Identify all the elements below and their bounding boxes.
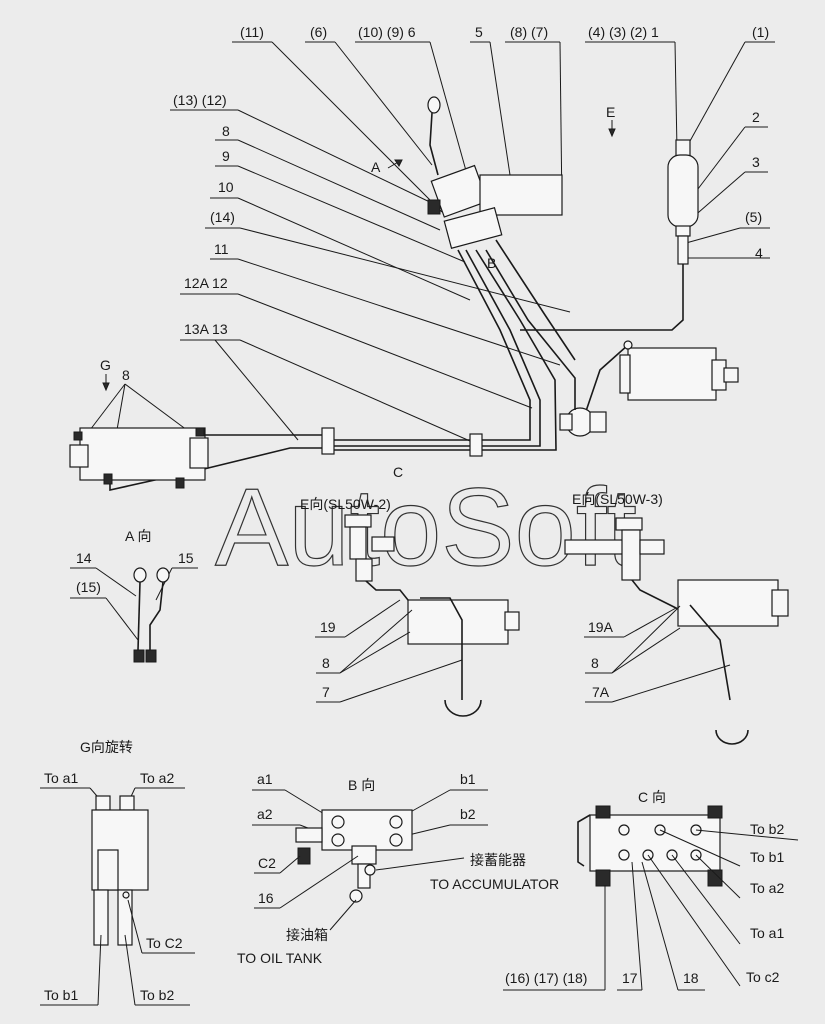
valve-c-block bbox=[559, 407, 607, 437]
view-e-sl50w-2: E向(SL50W-2) 19 8 7 bbox=[300, 496, 520, 717]
view-g-title: G向旋转 bbox=[80, 739, 133, 755]
view-c-arrow-label: C bbox=[393, 464, 403, 480]
view-a-14: 14 bbox=[76, 550, 92, 566]
view-e2-19: 19 bbox=[320, 619, 336, 635]
pump-motor bbox=[582, 340, 739, 421]
view-b-a2: a2 bbox=[257, 806, 273, 822]
view-c-17: 17 bbox=[622, 970, 638, 986]
view-b-b2: b2 bbox=[460, 806, 476, 822]
view-a-15: 15 bbox=[178, 550, 194, 566]
view-b-a1: a1 bbox=[257, 771, 273, 787]
view-e3-19A: 19A bbox=[588, 619, 614, 635]
view-a: A 向 14 15 (15) bbox=[70, 528, 198, 663]
view-e3-7A: 7A bbox=[592, 684, 610, 700]
view-c-to-a1: To a1 bbox=[750, 925, 784, 941]
view-e2-title: E向(SL50W-2) bbox=[300, 496, 391, 512]
view-a-title: A 向 bbox=[125, 528, 151, 544]
callout-11: 11 bbox=[214, 241, 229, 257]
view-b-arrow-label: B bbox=[487, 255, 496, 271]
callout-11p: (11) bbox=[240, 24, 264, 40]
view-g-to-a2: To a2 bbox=[140, 770, 174, 786]
callout-8-g: 8 bbox=[122, 367, 130, 383]
view-g-to-c2: To C2 bbox=[146, 935, 183, 951]
view-e2-8: 8 bbox=[322, 655, 330, 671]
pilot-valve-lever bbox=[427, 96, 563, 249]
callout-1p: (1) bbox=[752, 24, 769, 40]
view-a-arrow-label: A bbox=[371, 159, 381, 175]
view-a-15p: (15) bbox=[76, 579, 101, 595]
view-g: G向旋转 To a1 To a2 To C2 To b1 To b2 bbox=[40, 739, 195, 1006]
callout-4-3-2-1: (4) (3) (2) 1 bbox=[588, 24, 659, 40]
view-arrows: A E B C G 8 bbox=[89, 104, 616, 480]
multi-way-valve bbox=[69, 427, 209, 489]
view-b-accumulator-cn: 接蓄能器 bbox=[470, 852, 526, 868]
view-e-sl50w-3: E向(SL50W-3) 19A 8 7A bbox=[564, 491, 789, 745]
view-b-title: B 向 bbox=[348, 777, 375, 793]
view-e3-title: E向(SL50W-3) bbox=[572, 491, 663, 507]
callout-12A-12: 12A 12 bbox=[184, 275, 228, 291]
main-assembly bbox=[69, 96, 739, 491]
accumulator bbox=[520, 139, 699, 331]
callout-10-9-6: (10) (9) 6 bbox=[358, 24, 416, 40]
callout-5: 5 bbox=[475, 24, 483, 40]
view-c-16-17-18: (16) (17) (18) bbox=[505, 970, 587, 986]
view-c-to-a2: To a2 bbox=[750, 880, 784, 896]
view-b-b1: b1 bbox=[460, 771, 476, 787]
callout-2: 2 bbox=[752, 109, 760, 125]
view-g-to-b2: To b2 bbox=[140, 987, 174, 1003]
view-b-tank-cn: 接油箱 bbox=[286, 927, 328, 943]
callout-3: 3 bbox=[752, 154, 760, 170]
view-c-to-c2: To c2 bbox=[746, 969, 780, 985]
view-g-arrow-label: G bbox=[100, 357, 111, 373]
view-b-16: 16 bbox=[258, 890, 274, 906]
view-e3-8: 8 bbox=[591, 655, 599, 671]
view-g-to-b1: To b1 bbox=[44, 987, 78, 1003]
watermark-text: AutoSoft bbox=[215, 466, 637, 589]
callout-5p: (5) bbox=[745, 209, 762, 225]
view-c-to-b1: To b1 bbox=[750, 849, 784, 865]
callout-10: 10 bbox=[218, 179, 234, 195]
callout-8a: 8 bbox=[222, 123, 230, 139]
callout-14p: (14) bbox=[210, 209, 235, 225]
view-b-tank-en: TO OIL TANK bbox=[237, 950, 323, 966]
view-c-to-b2: To b2 bbox=[750, 821, 784, 837]
view-b: B 向 a1 a2 b1 b2 C2 16 接蓄能器 TO ACCUMULATO… bbox=[237, 771, 559, 966]
callout-8-7p: (8) (7) bbox=[510, 24, 548, 40]
view-e-arrow-label: E bbox=[606, 104, 615, 120]
callout-6p: (6) bbox=[310, 24, 327, 40]
view-e2-7: 7 bbox=[322, 684, 330, 700]
main-assembly-callouts: (11) (6) (10) (9) 6 5 (8) (7) (4) (3) (2… bbox=[170, 24, 775, 442]
view-c-title: C 向 bbox=[638, 789, 666, 805]
callout-13A-13: 13A 13 bbox=[184, 321, 228, 337]
view-b-accumulator-en: TO ACCUMULATOR bbox=[430, 876, 559, 892]
view-c: C 向 To b2 To b1 To a2 To a1 To c2 (16) (… bbox=[503, 789, 799, 991]
view-b-c2: C2 bbox=[258, 855, 276, 871]
callout-4: 4 bbox=[755, 245, 763, 261]
callout-13-12p: (13) (12) bbox=[173, 92, 227, 108]
callout-9: 9 bbox=[222, 148, 230, 164]
view-g-to-a1: To a1 bbox=[44, 770, 78, 786]
view-c-18: 18 bbox=[683, 970, 699, 986]
